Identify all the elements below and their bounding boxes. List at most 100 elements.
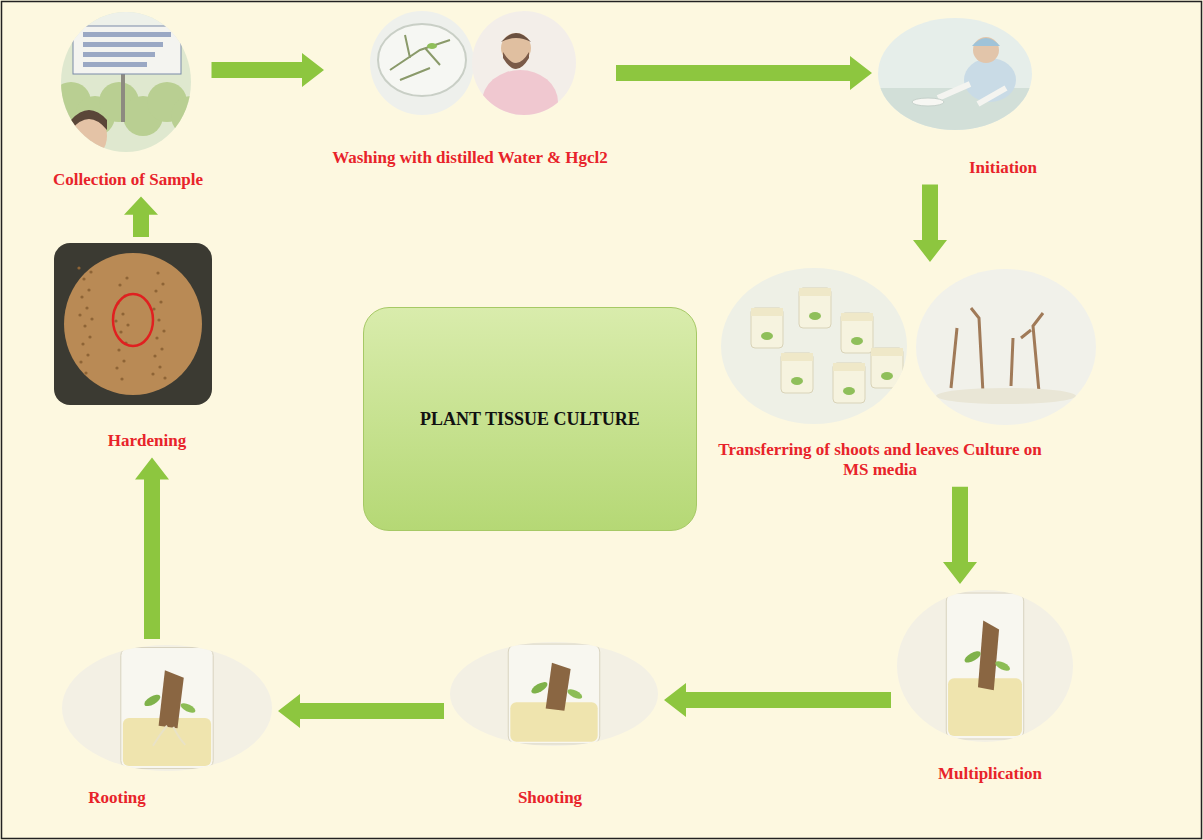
leaf bbox=[843, 387, 855, 395]
photo-ground bbox=[897, 590, 1073, 742]
photo-ground bbox=[370, 10, 474, 116]
soil-grain bbox=[90, 317, 93, 320]
jar-lid bbox=[871, 348, 903, 356]
culture-jar bbox=[751, 308, 783, 348]
foliage bbox=[171, 96, 191, 136]
shirt bbox=[482, 70, 558, 116]
stage-node: Washing with distilled Water & Hgcl2 bbox=[330, 10, 610, 168]
soil-grain bbox=[78, 313, 81, 316]
photo-ground bbox=[915, 268, 1099, 426]
cap bbox=[972, 38, 1000, 46]
head bbox=[973, 37, 999, 63]
photo bbox=[897, 590, 1073, 742]
leaf bbox=[179, 701, 196, 714]
sign-line bbox=[83, 62, 147, 67]
leaf bbox=[566, 687, 583, 700]
stage-node: Transferring of shoots and leaves Cultur… bbox=[705, 268, 1099, 481]
leaf bbox=[791, 377, 803, 385]
hair bbox=[501, 33, 531, 42]
stage-node: Shooting bbox=[450, 642, 658, 808]
stage-label: Rooting bbox=[86, 788, 148, 808]
jar-lid bbox=[841, 313, 873, 321]
culture-jar bbox=[841, 313, 873, 353]
soil-grain bbox=[152, 307, 155, 310]
photo bbox=[472, 10, 576, 116]
culture-jar bbox=[781, 353, 813, 393]
leaf bbox=[963, 649, 983, 665]
jar-lid bbox=[781, 353, 813, 361]
title-box: PLANT TISSUE CULTURE bbox=[363, 307, 697, 531]
medium bbox=[936, 388, 1076, 404]
explant bbox=[159, 670, 184, 728]
leaf bbox=[851, 337, 863, 345]
flow-arrow bbox=[212, 53, 325, 87]
soil bbox=[64, 253, 202, 395]
flow-arrow bbox=[616, 56, 872, 90]
soil-grain bbox=[157, 318, 160, 321]
soil-grain bbox=[125, 276, 128, 279]
stage-node: Initiation bbox=[878, 18, 1040, 178]
stage-photo bbox=[878, 18, 1032, 130]
explant bbox=[546, 663, 571, 711]
soil-grain bbox=[88, 335, 91, 338]
pot-frame bbox=[54, 243, 212, 405]
stage-node: Hardening bbox=[54, 243, 212, 451]
soil-grain bbox=[151, 372, 154, 375]
soil-grain bbox=[122, 359, 125, 362]
stage-label: Shooting bbox=[516, 788, 585, 808]
dish bbox=[912, 98, 944, 106]
stage-photo bbox=[54, 243, 212, 405]
stage-label: Transferring of shoots and leaves Cultur… bbox=[705, 440, 1055, 481]
leaf bbox=[143, 692, 163, 708]
soil-grain bbox=[115, 366, 118, 369]
soil-grain bbox=[81, 342, 84, 345]
soil-grain bbox=[118, 283, 121, 286]
stage-label: Initiation bbox=[967, 158, 1040, 178]
sign-line bbox=[83, 32, 171, 37]
stage-photo bbox=[370, 10, 576, 116]
photo-ground bbox=[62, 645, 272, 771]
photo bbox=[450, 642, 658, 746]
highlight-ring bbox=[113, 294, 153, 346]
twig bbox=[390, 35, 450, 80]
soil-grain bbox=[159, 300, 162, 303]
stem bbox=[951, 308, 1043, 393]
soil-grain bbox=[120, 377, 123, 380]
soil-grain bbox=[162, 329, 165, 332]
culture-jar bbox=[871, 348, 903, 388]
stage-label: Hardening bbox=[106, 431, 189, 451]
soil-grain bbox=[160, 347, 163, 350]
soil-grain bbox=[114, 319, 117, 322]
flow-arrow bbox=[913, 184, 947, 262]
stage-label: Washing with distilled Water & Hgcl2 bbox=[330, 148, 610, 168]
leaf bbox=[809, 312, 821, 320]
soil-grain bbox=[156, 271, 159, 274]
photo bbox=[61, 12, 191, 152]
photo-ground bbox=[878, 18, 1032, 130]
soil-grain bbox=[84, 371, 87, 374]
soil-grain bbox=[163, 376, 166, 379]
soil-grain bbox=[77, 266, 80, 269]
flow-arrow bbox=[943, 487, 977, 584]
soil-grain bbox=[83, 324, 86, 327]
soil-grain bbox=[87, 288, 90, 291]
soil-grain bbox=[89, 270, 92, 273]
petri-dish bbox=[378, 24, 466, 96]
stage-photo bbox=[62, 645, 272, 771]
sign-line bbox=[83, 52, 155, 57]
soil-grain bbox=[154, 289, 157, 292]
soil-grain bbox=[119, 330, 122, 333]
culture-jar bbox=[508, 644, 600, 744]
soil-grain bbox=[161, 282, 164, 285]
soil-grain bbox=[82, 277, 85, 280]
stage-label: Multiplication bbox=[936, 764, 1044, 784]
soil-grain bbox=[79, 360, 82, 363]
explant bbox=[978, 620, 999, 690]
sign-line bbox=[83, 42, 163, 47]
leaf bbox=[994, 659, 1011, 672]
photo bbox=[370, 10, 474, 116]
culture-jar bbox=[946, 593, 1023, 739]
sign-board bbox=[73, 26, 181, 74]
